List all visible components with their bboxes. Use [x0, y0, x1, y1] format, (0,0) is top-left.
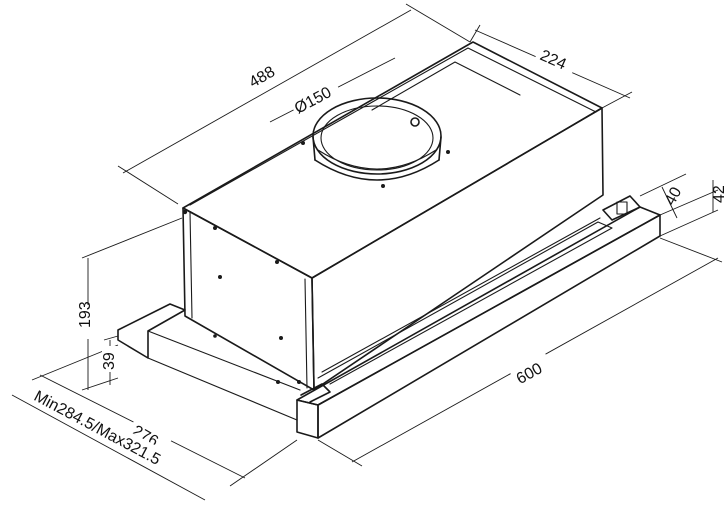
collar-top-ring	[312, 97, 442, 175]
left-bracket	[300, 383, 331, 403]
visor-front-face	[296, 399, 319, 439]
visor-top-face	[296, 206, 661, 406]
ext-line	[469, 24, 481, 43]
dim-label-42: 42	[711, 185, 728, 203]
label-bg	[27, 382, 188, 482]
screw-dot	[297, 380, 301, 384]
ext-line	[659, 237, 723, 263]
back-plate	[371, 61, 521, 111]
collar-side	[438, 136, 442, 161]
box-left-face	[182, 207, 315, 391]
screw-dot	[446, 150, 450, 154]
dim-label-40: 40	[662, 184, 685, 208]
tray-lip	[147, 357, 298, 421]
hood-body	[182, 41, 604, 391]
dim-label-39: 39	[101, 352, 118, 370]
screw-dot	[279, 336, 283, 340]
screw-dot	[275, 260, 279, 264]
ext-line	[81, 217, 183, 259]
box-right-face	[311, 107, 604, 391]
collar-clamp-screw	[410, 117, 420, 127]
ext-line	[659, 189, 719, 216]
screw-dot	[381, 184, 385, 188]
collar-side	[312, 136, 316, 161]
collar-band	[317, 149, 437, 170]
box-top-edge	[189, 47, 597, 206]
collar-bottom	[314, 159, 440, 181]
duct-collar	[312, 97, 442, 181]
label-bg	[509, 351, 555, 391]
dim-label-193: 193	[77, 301, 94, 328]
label-bg	[78, 305, 98, 339]
bracket-clip	[616, 201, 628, 215]
screw-dot	[213, 334, 217, 338]
label-bg	[125, 416, 173, 458]
ext-line	[405, 3, 471, 43]
ext-line	[117, 165, 179, 205]
collar-inner-ring	[320, 105, 434, 171]
right-bracket	[602, 195, 641, 221]
ext-line	[639, 173, 687, 197]
dim-line-40	[661, 186, 678, 219]
box-corner-edge	[304, 278, 308, 389]
screw-dot	[218, 275, 222, 279]
ext-line	[103, 335, 119, 341]
label-bg	[287, 75, 343, 119]
screw-dot	[182, 209, 188, 215]
ext-line	[601, 91, 633, 109]
ext-line	[317, 439, 363, 467]
rail-tube	[321, 217, 601, 373]
dim-line-range	[11, 394, 206, 501]
left-tray	[117, 303, 186, 359]
label-bg	[533, 40, 580, 78]
ext-line	[81, 377, 119, 391]
rail-tube	[317, 221, 613, 385]
dim-line-488	[122, 9, 412, 174]
screw-dot	[213, 226, 217, 230]
tray-lip	[147, 330, 301, 391]
ext-line	[229, 439, 298, 487]
ext-line	[659, 209, 719, 237]
visor-long-face	[317, 214, 661, 439]
label-bg	[242, 53, 288, 93]
label-bg	[102, 346, 120, 372]
box-left-edge	[189, 211, 193, 319]
screw-dot	[301, 141, 305, 145]
